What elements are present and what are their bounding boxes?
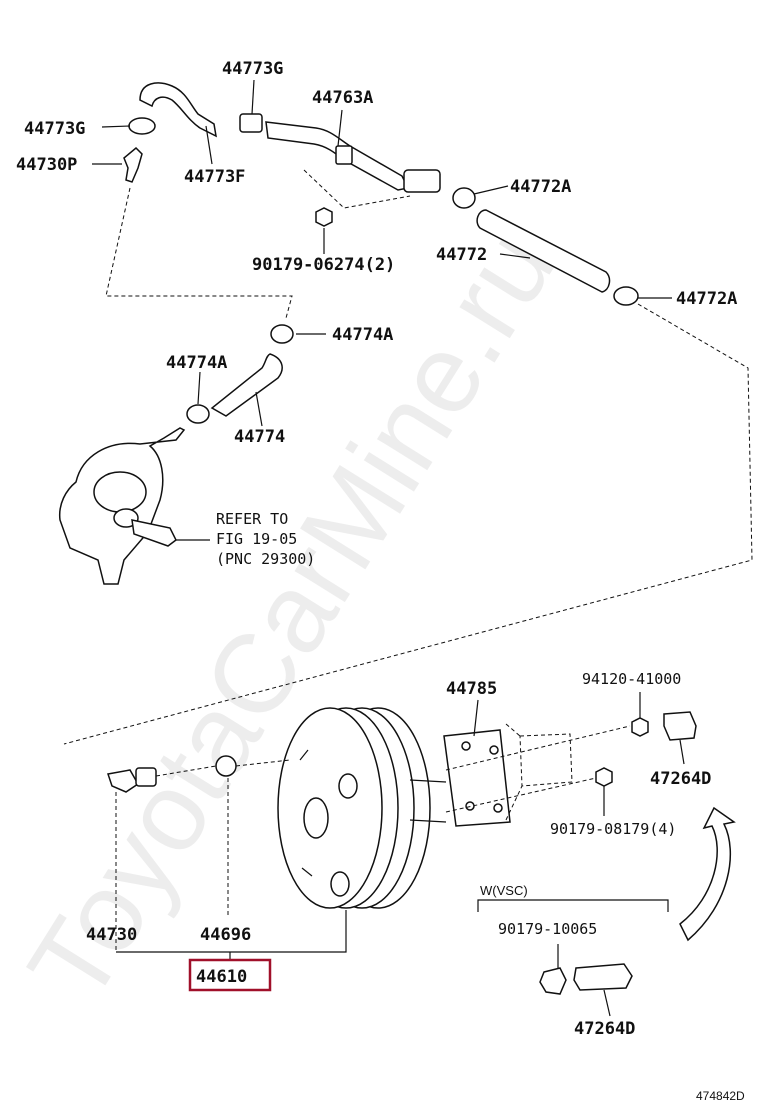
label-44772a-lower: 44772A: [676, 289, 737, 309]
label-44772a-upper: 44772A: [510, 177, 571, 197]
label-47264d-lower: 47264D: [574, 1019, 635, 1039]
bracket: [335, 145, 353, 165]
nut-90179-06274: [315, 207, 333, 227]
brake-booster-assembly: [107, 692, 736, 1017]
vacuum-pump-assembly: [58, 324, 326, 585]
ref-note-line2: FIG 19-05: [216, 530, 297, 548]
highlight-44610: [188, 958, 272, 992]
fitting-44730: [107, 769, 139, 793]
upper-hose-assembly: [63, 79, 753, 745]
grommet-44696: [215, 755, 237, 777]
clamp-44773g-top: [239, 113, 263, 133]
clamp-44773g-left: [128, 117, 156, 135]
clamp-44774a-right: [270, 324, 294, 344]
label-44772: 44772: [436, 245, 487, 265]
label-44774a-left: 44774A: [166, 353, 227, 373]
label-90179-06274: 90179-06274(2): [252, 255, 395, 275]
label-44763a: 44763A: [312, 88, 373, 108]
curved-arrow: [679, 806, 736, 942]
clamp-44774a-left: [186, 404, 210, 424]
nut-90179-08179: [595, 767, 613, 787]
clamp-44772a-upper: [452, 187, 476, 209]
ref-note-line3: (PNC 29300): [216, 550, 315, 568]
nut-94120-41000: [631, 717, 649, 737]
hose-44774: [210, 353, 283, 417]
clamp-44772a-lower: [613, 286, 639, 306]
label-44730: 44730: [86, 925, 137, 945]
label-44773g-left: 44773G: [24, 119, 85, 139]
clevis-47264d-lower: [573, 963, 633, 991]
check-valve: [403, 169, 441, 193]
label-44730p: 44730P: [16, 155, 77, 175]
label-90179-10065: 90179-10065: [498, 920, 597, 938]
hose-44772: [476, 209, 611, 293]
hose-44763a: [265, 121, 410, 191]
label-44774a-right: 44774A: [332, 325, 393, 345]
booster-44610: [277, 707, 383, 909]
label-47264d-upper: 47264D: [650, 769, 711, 789]
label-90179-08179: 90179-08179(4): [550, 820, 676, 838]
figure-number: 474842D: [696, 1089, 745, 1103]
label-44773g-top: 44773G: [222, 59, 283, 79]
label-44773f: 44773F: [184, 167, 245, 187]
label-44610: 44610: [196, 967, 247, 987]
label-44785: 44785: [446, 679, 497, 699]
hose-44773f: [139, 82, 217, 138]
nut-90179-10065: [539, 967, 567, 995]
label-44774: 44774: [234, 427, 285, 447]
clevis-47264d-upper: [663, 711, 697, 741]
ref-note-line1: REFER TO: [216, 510, 288, 528]
fitting-44730p: [123, 146, 143, 183]
label-94120-41000: 94120-41000: [582, 670, 681, 688]
label-w-vsc: W(VSC): [480, 883, 528, 898]
label-44696: 44696: [200, 925, 251, 945]
